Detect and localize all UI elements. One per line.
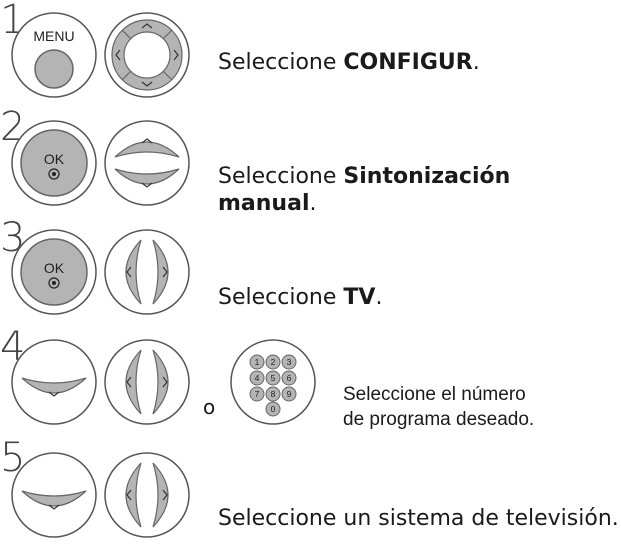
keypad-key-6 [281, 370, 297, 386]
number-keypad-icon: 1 2 3 4 5 6 7 8 9 0 [230, 339, 316, 425]
keypad-key-label: 9 [287, 389, 292, 399]
step-3-instruction: Seleccione TV. [218, 285, 383, 310]
keypad-key-label: 4 [255, 373, 260, 383]
keypad-key-2 [265, 354, 281, 370]
menu-button-icon: MENU [11, 12, 97, 98]
ok-button-icon: OK [11, 120, 97, 206]
ok-button-icon: OK [11, 229, 97, 315]
svg-text:MENU: MENU [33, 28, 74, 44]
svg-text:OK: OK [44, 260, 65, 276]
step-4-instruction-line2: de programa deseado. [343, 409, 535, 430]
left-right-buttons-icon [104, 339, 190, 425]
keypad-key-3 [281, 354, 297, 370]
keypad-key-label: 2 [271, 357, 276, 367]
keypad-key-label: 8 [271, 389, 276, 399]
step-1-instruction: Seleccione CONFIGUR. [218, 50, 480, 75]
keypad-key-label: 7 [255, 389, 260, 399]
menu-target: CONFIGUR [343, 50, 473, 75]
step-5-instruction: Seleccione un sistema de televisión. [218, 506, 619, 531]
step-4-instruction-line1: Seleccione el número [343, 384, 526, 405]
keypad-key-label: 0 [271, 404, 276, 414]
left-right-buttons-icon [104, 452, 190, 538]
keypad-key-label: 1 [255, 357, 260, 367]
keypad-key-8 [265, 386, 281, 402]
keypad-key-1 [249, 354, 265, 370]
keypad-key-5 [265, 370, 281, 386]
keypad-key-label: 6 [287, 373, 292, 383]
up-down-buttons-icon [104, 120, 190, 206]
keypad-key-label: 5 [271, 373, 276, 383]
keypad-key-9 [281, 386, 297, 402]
or-label: o [203, 395, 216, 419]
svg-text:OK: OK [44, 151, 65, 167]
menu-target: Sintonización [343, 164, 511, 189]
keypad-key-4 [249, 370, 265, 386]
keypad-key-7 [249, 386, 265, 402]
keypad-key-0 [265, 401, 281, 417]
menu-target-cont: manual [218, 191, 310, 216]
menu-target: TV [343, 285, 376, 310]
keypad-key-label: 3 [287, 357, 292, 367]
down-button-icon [11, 339, 97, 425]
navigation-pad-icon [104, 12, 190, 98]
left-right-buttons-icon [104, 229, 190, 315]
down-button-icon [11, 452, 97, 538]
